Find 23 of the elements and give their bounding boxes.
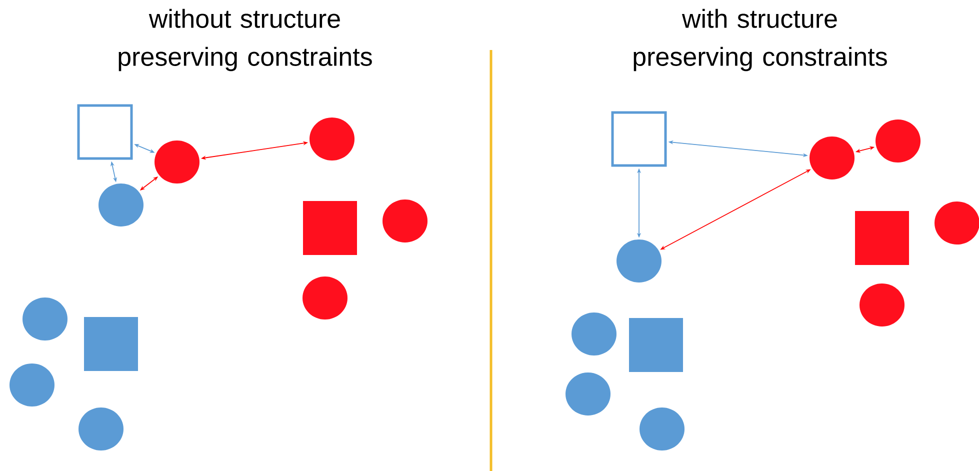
circle	[860, 284, 905, 326]
circle	[616, 240, 662, 282]
square	[84, 317, 138, 371]
circle	[810, 136, 855, 180]
circle	[154, 140, 200, 184]
outlined-square	[77, 104, 133, 160]
circle	[640, 408, 684, 450]
circle	[98, 184, 144, 226]
outlined-square	[611, 111, 667, 167]
panel-heading: without structure preserving constraints	[118, 8, 372, 72]
circle	[876, 120, 921, 162]
square	[855, 211, 910, 265]
circle	[78, 408, 124, 450]
square	[303, 201, 357, 255]
circle	[302, 276, 348, 320]
circle	[310, 118, 354, 160]
circle	[10, 364, 54, 406]
panel-heading: with structure preserving constraints	[634, 8, 887, 72]
circle	[566, 372, 610, 416]
square	[629, 318, 683, 372]
circle	[572, 312, 616, 356]
circle	[22, 298, 68, 340]
circle	[382, 200, 428, 242]
